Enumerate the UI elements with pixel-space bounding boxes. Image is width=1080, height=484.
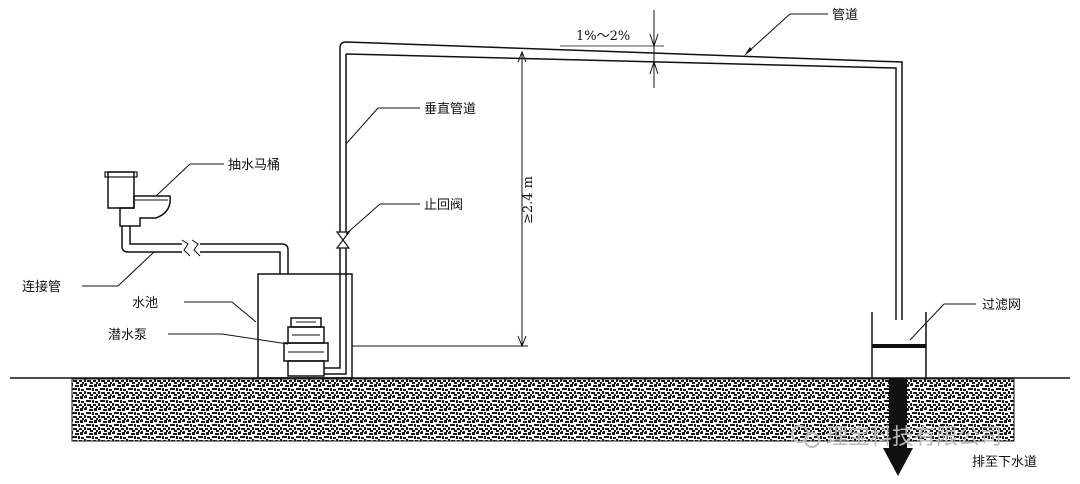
ground (10, 377, 1070, 442)
filter-basin (871, 312, 927, 378)
check-valve (335, 239, 351, 249)
pump-base (287, 360, 325, 377)
connecting-pipe (121, 226, 289, 274)
annotations: 管道 垂直管道 止回阀 抽水马桶 连接管 水池 潜水泵 过滤网 排至下水道 (22, 8, 1037, 470)
check-valve-label: 止回阀 (424, 198, 463, 213)
pipe-break-left (181, 239, 191, 257)
vertical-pipe-label: 垂直管道 (424, 102, 476, 117)
soil-hatch (72, 379, 1014, 441)
filter-screen (872, 344, 926, 348)
height-dimension: ≥2.4 m (352, 50, 536, 348)
soil-border (71, 378, 1015, 442)
tank-label: 水池 (132, 296, 158, 311)
drain-arrow-icon (883, 448, 913, 476)
tank (257, 273, 353, 379)
pump-label: 潜水泵 (108, 328, 147, 343)
watermark-text: 理宝科技有限公司 (826, 425, 1002, 450)
submersible-pump (283, 317, 347, 377)
tank-body (257, 273, 353, 379)
watermark: 理宝科技有限公司 (791, 425, 1002, 450)
slope-indicator: 1%～2% (560, 10, 664, 88)
pipe-label: 管道 (832, 8, 858, 23)
height-label: ≥2.4 m (521, 176, 536, 224)
toilet-label: 抽水马桶 (228, 158, 280, 173)
pipe-break-right (191, 239, 201, 257)
filter-label: 过滤网 (982, 298, 1021, 313)
toilet-bowl (119, 195, 171, 227)
drain-outlet (883, 378, 913, 476)
vertical-pipe (335, 48, 351, 350)
drain-label: 排至下水道 (972, 455, 1037, 470)
slope-label: 1%～2% (576, 29, 630, 44)
toilet-icon (104, 171, 171, 227)
connecting-pipe-label: 连接管 (22, 279, 61, 295)
top-pipe (339, 41, 903, 320)
